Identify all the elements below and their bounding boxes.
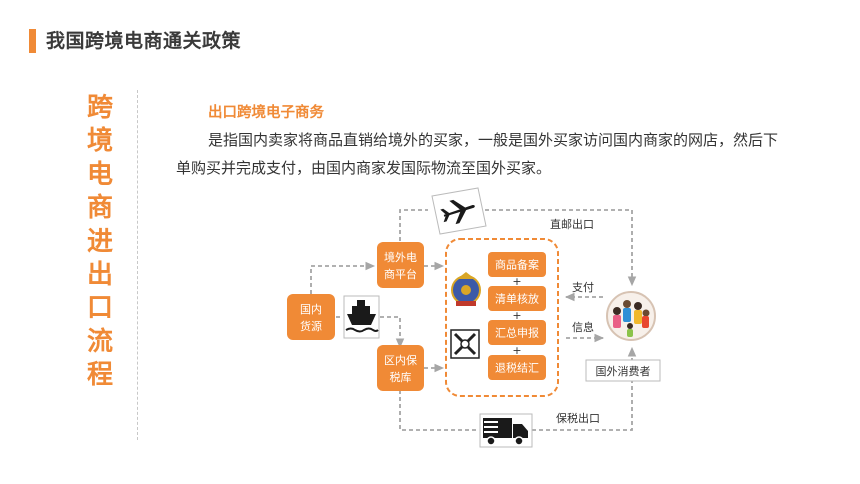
- side-title-char: 出: [86, 260, 113, 291]
- plus-sign: +: [512, 275, 521, 288]
- header-accent-bar: [29, 29, 36, 53]
- side-divider: [137, 90, 138, 440]
- side-title-char: 跨: [86, 93, 113, 123]
- bonded-export-label: 保税出口: [556, 411, 600, 425]
- node-bonded-warehouse: 区内保 税库: [377, 345, 424, 391]
- payment-label: 支付: [572, 281, 594, 294]
- node-domestic-source: 国内 货源: [287, 294, 335, 340]
- section-subtitle: 出口跨境电子商务: [208, 105, 324, 121]
- connector-source-to-platform: [310, 261, 376, 294]
- overseas-consumer-photo-icon: [606, 291, 656, 341]
- airplane-icon: [431, 187, 487, 235]
- overseas-consumer-label: 国外消费者: [596, 364, 651, 378]
- ship-icon: [343, 295, 380, 339]
- node-bonded-warehouse-line2: 税库: [390, 370, 412, 384]
- information-label: 信息: [572, 320, 594, 334]
- node-domestic-source-line2: 货源: [300, 319, 322, 333]
- step-list-release: 清单核放: [488, 286, 546, 311]
- side-title-char: 流: [86, 326, 113, 357]
- direct-mail-export-label: 直邮出口: [550, 217, 594, 231]
- inspection-emblem-icon: [450, 329, 480, 359]
- step-tax-refund-settlement: 退税结汇: [488, 355, 546, 380]
- side-title-char: 进: [86, 226, 113, 257]
- step-list-release-label: 清单核放: [495, 292, 539, 306]
- plus-sign: +: [512, 344, 521, 357]
- side-title-char: 口: [86, 293, 113, 324]
- node-domestic-source-line1: 国内: [300, 302, 322, 316]
- side-title-char: 商: [86, 193, 113, 224]
- overseas-consumer-label-box: [585, 359, 661, 382]
- step-summary-declaration-label: 汇总申报: [495, 326, 539, 340]
- node-bonded-warehouse-line1: 区内保: [384, 353, 417, 367]
- connector-ship-to-warehouse: [380, 316, 405, 349]
- step-product-filing-label: 商品备案: [495, 258, 539, 272]
- step-product-filing: 商品备案: [488, 252, 546, 277]
- step-summary-declaration: 汇总申报: [488, 320, 546, 345]
- customs-emblem-icon: [451, 272, 481, 306]
- connector-direct-mail-export: [485, 209, 637, 287]
- plus-sign: +: [512, 309, 521, 322]
- side-title-char: 程: [86, 360, 113, 391]
- connector-warehouse-to-truck: [399, 390, 478, 431]
- connector-platform-to-plane: [399, 209, 428, 241]
- node-overseas-platform: 境外电 商平台: [377, 242, 424, 288]
- section-body-text: 是指国内卖家将商品直销给境外的买家，一般是国外买家访问国内商家的网店，然后下单购…: [176, 131, 779, 177]
- node-overseas-platform-line1: 境外电: [384, 250, 417, 264]
- customs-process-group: [445, 238, 559, 397]
- side-title-char: 境: [86, 126, 113, 157]
- side-title-char: 电: [86, 159, 113, 190]
- node-overseas-platform-line2: 商平台: [384, 267, 417, 281]
- step-tax-refund-settlement-label: 退税结汇: [495, 361, 539, 375]
- page-title: 我国跨境电商通关政策: [46, 30, 242, 52]
- truck-icon: [479, 413, 533, 448]
- side-vertical-title: 跨 境 电 商 进 出 口 流 程: [82, 92, 118, 393]
